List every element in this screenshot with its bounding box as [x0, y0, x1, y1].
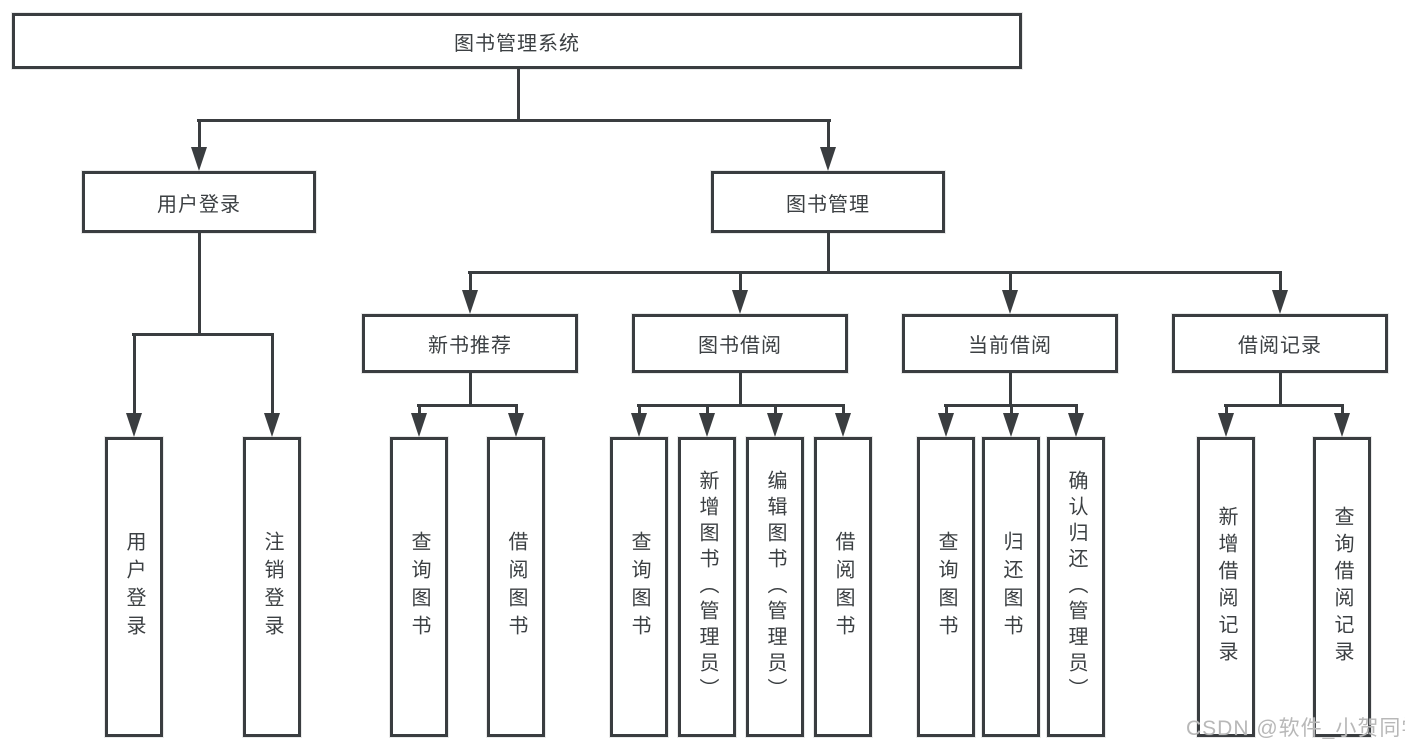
node-book-borrow: 图书借阅 — [632, 314, 848, 373]
arrow-to-user-login — [191, 147, 207, 171]
leaf-query-borrow-record: 查询借阅记录 — [1313, 437, 1371, 737]
connector-stem — [706, 404, 709, 415]
connector-level3-bar — [468, 271, 1282, 274]
leaf-user-login: 用户登录 — [105, 437, 163, 737]
arrow-to-leaf — [631, 413, 647, 437]
leaf-return-books: 归还图书 — [982, 437, 1040, 737]
connector-stem — [1341, 404, 1344, 415]
connector-stem — [1010, 404, 1013, 415]
node-label: 当前借阅 — [968, 335, 1052, 357]
connector-group-drop — [1279, 373, 1282, 406]
connector-book-mgmt-drop — [827, 233, 830, 274]
leaf-logout: 注销登录 — [243, 437, 301, 737]
leaf-borrow-books-recommend: 借阅图书 — [487, 437, 545, 737]
arrow-to-leaf — [938, 413, 954, 437]
connector-stem — [827, 119, 830, 149]
connector-stem — [133, 333, 136, 415]
connector-user-login-drop — [198, 233, 201, 336]
leaf-query-books-borrow: 查询图书 — [610, 437, 668, 737]
arrow-to-leaf — [1003, 413, 1019, 437]
leaf-label: 查询图书 — [408, 531, 430, 643]
leaf-label: 借阅图书 — [505, 531, 527, 643]
connector-group-bar — [637, 404, 845, 407]
connector-group-bar — [1224, 404, 1344, 407]
node-label: 图书借阅 — [698, 335, 782, 357]
leaf-add-borrow-record: 新增借阅记录 — [1197, 437, 1255, 737]
leaf-label: 新增借阅记录 — [1215, 506, 1237, 668]
node-borrow-records: 借阅记录 — [1172, 314, 1388, 373]
leaf-label: 查询图书 — [628, 531, 650, 643]
arrow-to-book-borrow — [732, 290, 748, 314]
arrow-to-leaf — [699, 413, 715, 437]
csdn-watermark: CSDN @软件_小贺同学 — [1186, 717, 1405, 740]
leaf-label: 注销登录 — [261, 531, 283, 643]
connector-group-drop — [739, 373, 742, 406]
leaf-query-books-current: 查询图书 — [917, 437, 975, 737]
leaf-label: 用户登录 — [123, 531, 145, 643]
node-label: 图书管理 — [786, 193, 870, 216]
connector-level2-bar — [197, 119, 831, 122]
connector-group-drop — [1009, 373, 1012, 406]
connector-stem — [638, 404, 641, 415]
arrow-to-borrow-records — [1272, 290, 1288, 314]
node-book-management: 图书管理 — [711, 171, 945, 233]
arrow-to-leaf — [1218, 413, 1234, 437]
connector-root-drop — [517, 69, 520, 121]
leaf-query-books-recommend: 查询图书 — [390, 437, 448, 737]
connector-group-bar — [417, 404, 518, 407]
connector-stem — [469, 271, 472, 292]
connector-stem — [945, 404, 948, 415]
leaf-label: 借阅图书 — [832, 531, 854, 643]
connector-stem — [271, 333, 274, 415]
leaf-edit-books-admin: 编辑图书（管理员） — [746, 437, 804, 737]
arrow-to-leaf — [1068, 413, 1084, 437]
arrow-to-current-borrow — [1002, 290, 1018, 314]
node-label: 新书推荐 — [428, 335, 512, 357]
node-label: 借阅记录 — [1238, 335, 1322, 357]
arrow-to-leaf — [835, 413, 851, 437]
connector-stem — [842, 404, 845, 415]
arrow-to-leaf — [411, 413, 427, 437]
connector-stem — [418, 404, 421, 415]
arrow-to-leaf — [508, 413, 524, 437]
connector-stem — [1075, 404, 1078, 415]
leaf-add-books-admin: 新增图书（管理员） — [678, 437, 736, 737]
arrow-to-book-management — [820, 147, 836, 171]
leaf-borrow-books: 借阅图书 — [814, 437, 872, 737]
connector-stem — [739, 271, 742, 292]
leaf-label: 查询借阅记录 — [1331, 506, 1353, 668]
node-new-book-recommend: 新书推荐 — [362, 314, 578, 373]
leaf-confirm-return-admin: 确认归还（管理员） — [1047, 437, 1105, 737]
leaf-label: 查询图书 — [935, 531, 957, 643]
node-library-management-system: 图书管理系统 — [12, 13, 1022, 69]
connector-stem — [515, 404, 518, 415]
connector-stem — [1279, 271, 1282, 292]
connector-stem — [198, 119, 201, 149]
node-label: 用户登录 — [157, 193, 241, 216]
arrow-to-new-book-recommend — [462, 290, 478, 314]
arrow-to-leaf — [767, 413, 783, 437]
node-current-borrow: 当前借阅 — [902, 314, 1118, 373]
node-label: 图书管理系统 — [454, 32, 580, 55]
connector-stem — [1225, 404, 1228, 415]
connector-user-login-bar — [132, 333, 274, 336]
leaf-label: 编辑图书（管理员） — [764, 470, 786, 704]
arrow-to-login-leaf — [126, 413, 142, 437]
connector-group-drop — [469, 373, 472, 406]
connector-stem — [1009, 271, 1012, 292]
leaf-label: 确认归还（管理员） — [1065, 470, 1087, 704]
node-user-login: 用户登录 — [82, 171, 316, 233]
leaf-label: 归还图书 — [1000, 531, 1022, 643]
connector-stem — [774, 404, 777, 415]
leaf-label: 新增图书（管理员） — [696, 470, 718, 704]
arrow-to-logout-leaf — [264, 413, 280, 437]
arrow-to-leaf — [1334, 413, 1350, 437]
